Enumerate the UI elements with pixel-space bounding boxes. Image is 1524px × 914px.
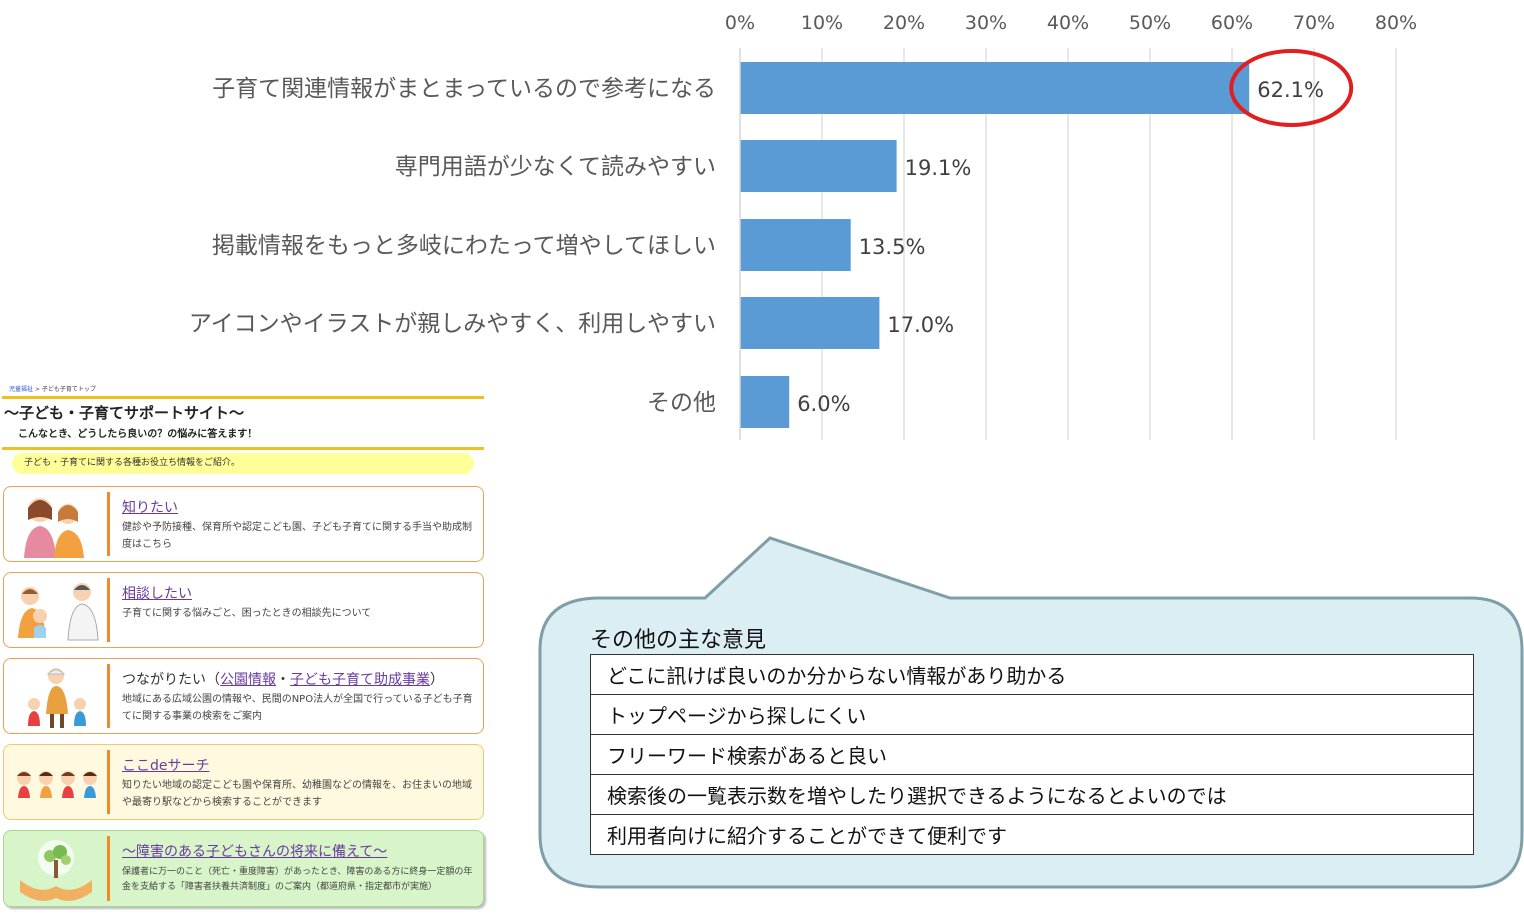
card-koko-de-search[interactable]: ここdeサーチ 知りたい地域の認定こども園や保育所、幼稚園などの情報を、お住まい…: [3, 744, 484, 820]
card-accent-bar: [107, 836, 110, 901]
card-title-prefix: つながりたい（: [122, 672, 220, 688]
card-shiritai[interactable]: 知りたい 健診や予防接種、保育所や認定こども園、子ども子育てに関する手当や助成制…: [3, 486, 484, 562]
opinion-item: フリーワード検索があると良い: [590, 734, 1474, 775]
highlight-circle: [1229, 49, 1354, 127]
x-tick-label: 10%: [801, 12, 843, 34]
subsidy-project-link[interactable]: 子ども子育て助成事業: [290, 672, 430, 688]
x-tick-label: 60%: [1211, 12, 1253, 34]
breadcrumb-link[interactable]: 児童福祉: [9, 386, 34, 393]
x-tick-label: 20%: [883, 12, 925, 34]
site-header: 〜子ども・子育てサポートサイト〜 こんなとき、どうしたら良いの？の悩みに答えます…: [2, 396, 484, 450]
card-accent-bar: [107, 492, 110, 556]
bar: [740, 376, 790, 428]
opinion-item: 利用者向けに紹介することができて便利です: [590, 814, 1474, 855]
opinion-panel-title: その他の主な意見: [590, 628, 767, 653]
table-row: 利用者向けに紹介することができて便利です: [590, 814, 1474, 855]
card-title-link[interactable]: 相談したい: [122, 586, 192, 602]
park-info-link[interactable]: 公園情報: [220, 672, 276, 688]
card-description: 子育てに関する悩みごと、困ったときの相談先について: [122, 608, 372, 619]
x-tick-label: 50%: [1129, 12, 1171, 34]
table-row: 検索後の一覧表示数を増やしたり選択できるようになるとよいのでは: [590, 774, 1474, 815]
category-label: その他: [647, 390, 716, 416]
card-accent-bar: [107, 664, 110, 728]
card-disability-future[interactable]: 〜障害のある子どもさんの将来に備えて〜 保護者に万一のこと（死亡・重度障害）があ…: [3, 830, 484, 907]
breadcrumb: 児童福祉 > 子ども子育てトップ: [9, 384, 96, 393]
opinion-item: どこに訊けば良いのか分からない情報があり助かる: [590, 654, 1474, 695]
hands-tree-illustration-icon: [20, 840, 92, 901]
data-label: 13.5%: [859, 235, 926, 259]
data-label: 6.0%: [797, 392, 850, 416]
card-title-suffix: ）: [430, 672, 444, 688]
consultation-illustration-icon: [18, 583, 99, 641]
x-tick-label: 80%: [1375, 12, 1417, 34]
x-tick-label: 30%: [965, 12, 1007, 34]
bar: [740, 62, 1250, 114]
breadcrumb-separator: >: [33, 386, 42, 393]
table-row: どこに訊けば良いのか分からない情報があり助かる: [590, 654, 1474, 695]
x-tick-label: 0%: [725, 12, 755, 34]
opinion-item: 検索後の一覧表示数を増やしたり選択できるようになるとよいのでは: [590, 774, 1474, 815]
intro-banner: 子ども・子育てに関する各種お役立ち情報をご紹介。: [12, 453, 474, 474]
card-description: 健診や予防接種、保育所や認定こども園、子ども子育てに関する手当や助成制度はこちら: [122, 522, 472, 550]
opinion-table: どこに訊けば良いのか分からない情報があり助かる トップページから探しにくい フリ…: [590, 654, 1474, 855]
opinion-item: トップページから探しにくい: [590, 694, 1474, 735]
card-accent-bar: [107, 750, 110, 814]
mother-child-illustration-icon: [24, 498, 84, 558]
family-walking-illustration-icon: [28, 668, 86, 728]
x-tick-label: 40%: [1047, 12, 1089, 34]
card-title: つながりたい（公園情報・子ども子育て助成事業）: [122, 669, 444, 689]
data-label: 19.1%: [905, 156, 972, 180]
card-description: 地域にある広域公園の情報や、民間のNPO法人が全国で行っている子ども子育てに関す…: [122, 694, 473, 722]
bar-chart: 0% 10% 20% 30% 40% 50% 60% 70% 80% 子育て関連情報がまとまってい…: [189, 12, 1417, 440]
card-soudan[interactable]: 相談したい 子育てに関する悩みごと、困ったときの相談先について: [3, 572, 484, 648]
card-description: 知りたい地域の認定こども園や保育所、幼稚園などの情報を、お住まいの地域や最寄り駅…: [122, 780, 472, 808]
card-description: 保護者に万一のこと（死亡・重度障害）があったとき、障害のある方に終身一定額の年金…: [122, 867, 473, 892]
site-subtitle: こんなとき、どうしたら良いの？の悩みに答えます！: [18, 429, 258, 440]
data-label: 17.0%: [887, 313, 954, 337]
table-row: トップページから探しにくい: [590, 694, 1474, 735]
data-label: 62.1%: [1257, 78, 1324, 102]
support-site-screenshot: 児童福祉 > 子ども子育てトップ 〜子ども・子育てサポートサイト〜 こんなとき、…: [0, 380, 490, 914]
site-title: 〜子ども・子育てサポートサイト〜: [4, 404, 245, 422]
category-label: 掲載情報をもっと多岐にわたって増やしてほしい: [212, 233, 716, 259]
card-title-link[interactable]: 〜障害のある子どもさんの将来に備えて〜: [122, 844, 388, 860]
children-holding-hands-illustration-icon: [17, 771, 97, 798]
bar: [740, 297, 880, 349]
category-label: アイコンやイラストが親しみやすく、利用しやすい: [189, 311, 716, 337]
card-title-link[interactable]: 知りたい: [122, 500, 178, 516]
category-label: 子育て関連情報がまとまっているので参考になる: [212, 76, 716, 102]
category-label: 専門用語が少なくて読みやすい: [395, 154, 716, 180]
bar: [740, 219, 851, 271]
card-title-separator: ・: [276, 672, 290, 688]
breadcrumb-current: 子ども子育てトップ: [41, 386, 96, 393]
table-row: フリーワード検索があると良い: [590, 734, 1474, 775]
bar: [740, 140, 897, 192]
card-accent-bar: [107, 578, 110, 642]
card-title-link[interactable]: ここdeサーチ: [122, 758, 210, 774]
x-tick-label: 70%: [1293, 12, 1335, 34]
card-tsunagari[interactable]: つながりたい（公園情報・子ども子育て助成事業） 地域にある広域公園の情報や、民間…: [3, 658, 484, 734]
